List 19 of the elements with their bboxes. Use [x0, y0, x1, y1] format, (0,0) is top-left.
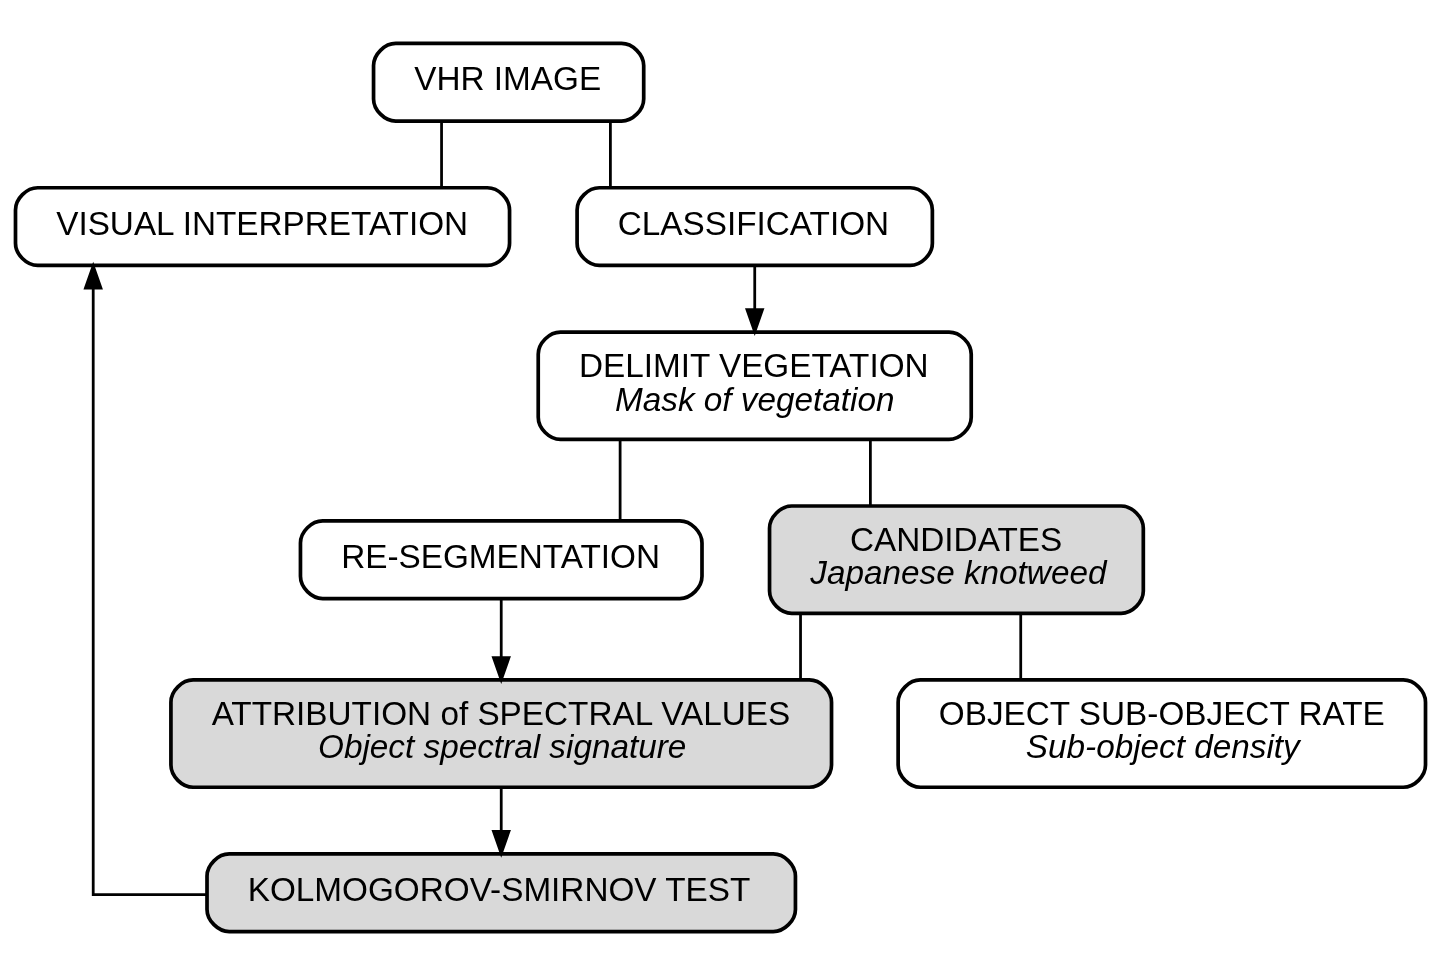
node-box: DELIMIT VEGETATION Mask of vegetation [536, 329, 974, 441]
connector [869, 439, 872, 506]
node-box: VHR IMAGE [371, 41, 646, 123]
node-box: KOLMOGOROV-SMIRNOV TEST [205, 851, 798, 933]
connector [440, 121, 443, 188]
connector [609, 121, 612, 188]
connector [618, 439, 622, 521]
node-box: ATTRIBUTION of SPECTRAL VALUES Object spectral signature [169, 677, 834, 789]
arrow [745, 265, 765, 336]
node-box: OBJECT SUB-OBJECT RATE Sub-object density [896, 677, 1428, 789]
connector [799, 613, 802, 680]
arrow [491, 598, 511, 684]
node-box: CLASSIFICATION [575, 185, 935, 267]
node-box: CANDIDATES Japanese knotweed [767, 503, 1146, 615]
node-box: VISUAL INTERPRETATION [13, 185, 512, 267]
arrow [491, 787, 511, 858]
node-box: RE-SEGMENTATION [298, 518, 704, 600]
arrow [83, 261, 207, 896]
connector [1019, 613, 1023, 680]
